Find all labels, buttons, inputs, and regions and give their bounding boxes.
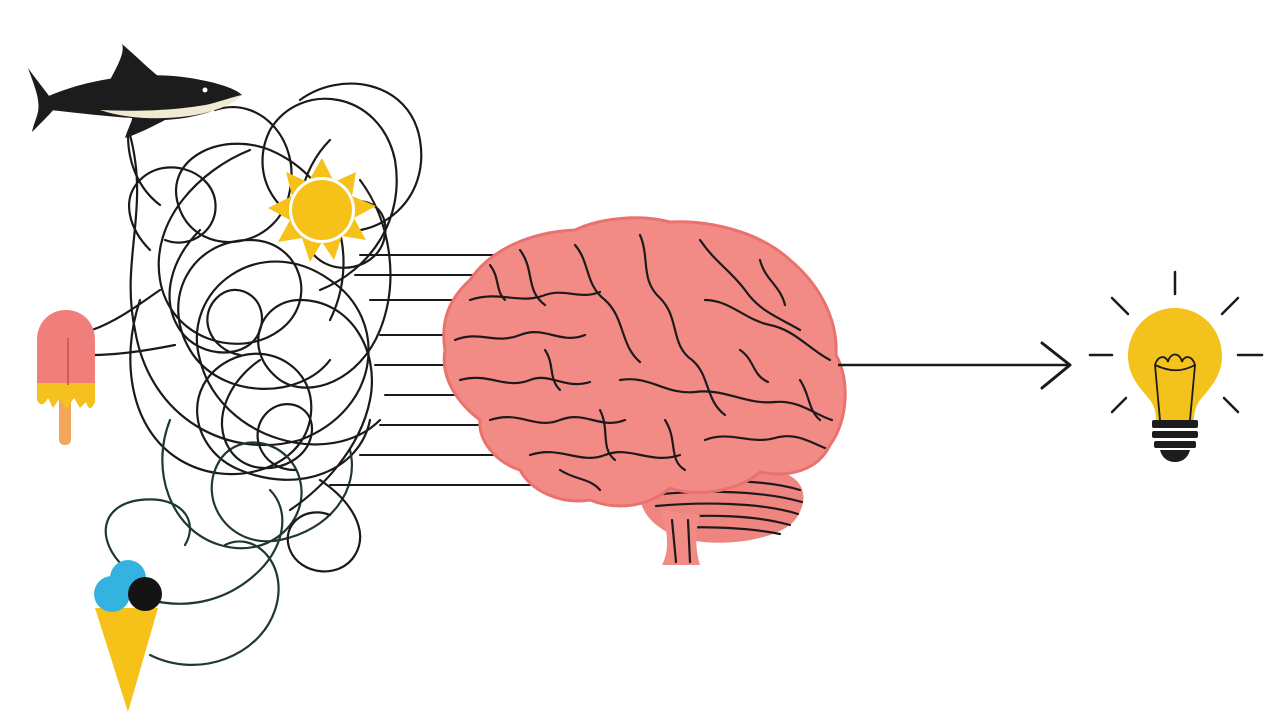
bulb-filament [1154, 353, 1196, 421]
bulb-base-band [1152, 431, 1198, 438]
tangle-line [261, 82, 423, 292]
brain-stem-line [686, 518, 692, 564]
popsicle-body [37, 310, 95, 395]
shark-connector-line [126, 133, 162, 207]
bulb-base-band [1154, 441, 1196, 448]
shark-eye [202, 87, 208, 93]
bulb-ray [1220, 296, 1240, 316]
shark-tail [28, 68, 55, 132]
cone-connector-line [148, 540, 280, 666]
popsicle-stick [59, 395, 71, 445]
tangle-line [128, 133, 382, 447]
bulb-ray [1110, 296, 1130, 316]
cone-connector-line [104, 498, 191, 570]
shark-dorsal-fin [110, 44, 158, 80]
popsicle-drip [37, 383, 95, 410]
tangle-line [128, 166, 217, 252]
scoop-blue-left [94, 576, 130, 612]
sun-icon [268, 158, 376, 262]
sun-core [292, 180, 352, 240]
cone-body [95, 608, 158, 712]
brain-folds [453, 233, 834, 492]
bulb-base-tip [1160, 450, 1190, 462]
shark-belly [100, 95, 242, 119]
light-bulb-icon [1088, 270, 1264, 462]
shark-body [40, 75, 242, 138]
bulb-base-band [1152, 420, 1198, 428]
popsicle-connector-line [90, 343, 177, 357]
ice-cream-cone-icon [94, 560, 162, 712]
popsicle-icon [37, 310, 95, 445]
cone-connector-line [148, 488, 284, 605]
tangle-line [157, 148, 332, 390]
brain-icon [442, 216, 847, 565]
arrow-head [1040, 341, 1072, 390]
bulb-glass [1128, 308, 1222, 420]
bulb-rays [1088, 270, 1264, 414]
bulb-ray [1110, 396, 1128, 414]
popsicle-connector-line [90, 288, 162, 332]
arrow-right-icon [838, 341, 1072, 390]
bulb-ray [1222, 396, 1240, 414]
tangle-line [220, 358, 313, 472]
tangle-line [168, 228, 263, 357]
scoop-black [128, 577, 162, 611]
brain-stem-line [670, 518, 678, 564]
shark-icon [28, 44, 242, 138]
tangle-line [286, 478, 362, 573]
